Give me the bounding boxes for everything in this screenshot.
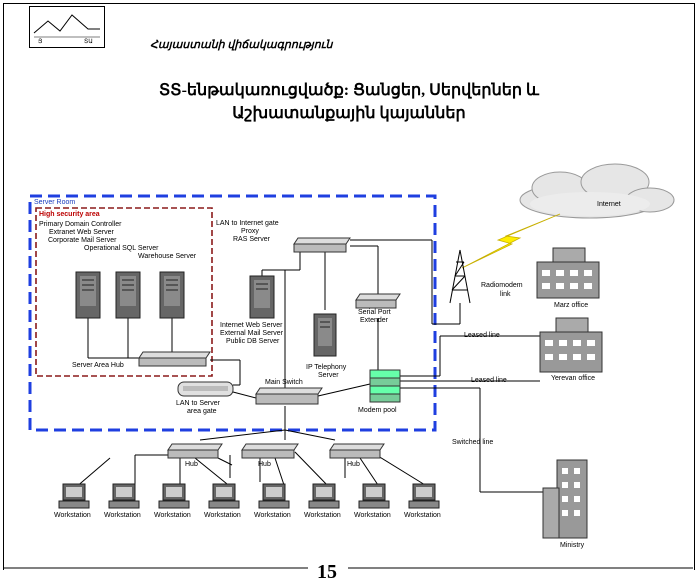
- server-label: Warehouse Server: [138, 253, 197, 260]
- modem-pool-label: Modem pool: [358, 407, 397, 414]
- workstation-icon: [158, 483, 190, 509]
- ip-telephony-label: IP Telephony: [306, 364, 347, 371]
- title-line-2: Աշխատանքային կայաններ: [232, 105, 466, 122]
- lan-gate-label: LAN to Internet gate: [216, 220, 279, 227]
- main-switch-icon: [255, 387, 323, 405]
- hub-label: Hub: [347, 461, 360, 468]
- publication-subtitle: Հայաստանի վիճակագրություն: [150, 39, 333, 51]
- serial-port-label: Serial Port: [358, 309, 391, 316]
- radiomodem-label: link: [500, 291, 511, 298]
- workstation-label: Workstation: [54, 512, 91, 519]
- yerevan-office-label: Yerevan office: [551, 375, 595, 382]
- public-server-label: Internet Web Server: [220, 322, 283, 329]
- high-security-label: High security area: [39, 211, 100, 218]
- server-tower-icon: [115, 271, 141, 319]
- page-frame: [3, 3, 695, 570]
- server-label: Operational SQL Server: [84, 245, 159, 252]
- logo-graphic: [33, 14, 100, 38]
- server-tower-icon: [75, 271, 101, 319]
- page-number: 15: [317, 561, 337, 583]
- workstation-icon: [208, 483, 240, 509]
- switched-line-label: Switched line: [452, 439, 494, 446]
- public-server-label: Public DB Server: [226, 338, 280, 345]
- radiomodem-label: Radiomodem: [481, 282, 523, 289]
- title-line-1: ՏՏ-ենթակառուցվածք: Ցանցեր, Սերվերներ և: [159, 82, 539, 99]
- server-room-border: [28, 194, 437, 432]
- lan-server-gate-label: LAN to Server: [176, 400, 220, 407]
- lan-gate-label: RAS Server: [233, 236, 270, 243]
- workstation-label: Workstation: [204, 512, 241, 519]
- yerevan-office-building-icon: [539, 317, 603, 373]
- workstation-icon: [258, 483, 290, 509]
- workstation-label: Workstation: [154, 512, 191, 519]
- workstation-icon: [308, 483, 340, 509]
- public-server-label: External Mail Server: [220, 330, 284, 337]
- hub-icon: [138, 351, 211, 367]
- antenna-tower-icon: [449, 249, 471, 304]
- leased-line-label: Leased line: [471, 377, 507, 384]
- ministry-building-icon: [542, 459, 588, 539]
- router-icon: [293, 237, 351, 253]
- ministry-label: Ministry: [560, 542, 585, 549]
- internet-label: Internet: [597, 201, 621, 208]
- marz-office-building-icon: [536, 247, 600, 299]
- high-security-border: [35, 207, 213, 377]
- server-label: Extranet Web Server: [49, 229, 114, 236]
- workstation-icon: [58, 483, 90, 509]
- server-tower-icon: [159, 271, 185, 319]
- logo-text-left: Յ: [38, 39, 43, 45]
- workstation-icon: [408, 483, 440, 509]
- server-label: Primary Domain Controller: [39, 221, 122, 228]
- hub-icon: [167, 443, 223, 459]
- lan-gate-label: Proxy: [241, 228, 259, 235]
- workstation-label: Workstation: [104, 512, 141, 519]
- marz-office-label: Marz office: [554, 302, 589, 309]
- hub-icon: [241, 443, 299, 459]
- gate-router-icon: [177, 381, 234, 397]
- connection-lines: [74, 239, 543, 493]
- hub-label: Hub: [258, 461, 271, 468]
- workstation-label: Workstation: [254, 512, 291, 519]
- logo-text-right: ՏԱ: [84, 39, 93, 45]
- workstation-label: Workstation: [304, 512, 341, 519]
- internet-cloud-icon: [519, 163, 675, 219]
- hub-icon: [329, 443, 385, 459]
- logo: Յ ՏԱ: [29, 6, 105, 48]
- radio-link-icon: [461, 213, 561, 269]
- server-tower-icon: [249, 275, 275, 319]
- workstation-icon: [358, 483, 390, 509]
- server-label: Corporate Mail Server: [48, 237, 117, 244]
- serial-port-extender-icon: [355, 293, 401, 309]
- workstation-icon: [108, 483, 140, 509]
- workstation-label: Workstation: [404, 512, 441, 519]
- serial-port-label: Extender: [360, 317, 389, 324]
- server-area-hub-label: Server Area Hub: [72, 362, 124, 369]
- lan-server-gate-label: area gate: [187, 408, 217, 415]
- server-tower-icon: [313, 313, 337, 357]
- ip-telephony-label: Server: [318, 372, 339, 379]
- workstation-icons: [58, 483, 440, 509]
- hub-label: Hub: [185, 461, 198, 468]
- modem-pool-icon: [369, 369, 401, 403]
- main-switch-label: Main Switch: [265, 379, 303, 386]
- workstation-label: Workstation: [354, 512, 391, 519]
- server-room-label: Server Room: [34, 199, 76, 206]
- leased-line-label: Leased line: [464, 332, 500, 339]
